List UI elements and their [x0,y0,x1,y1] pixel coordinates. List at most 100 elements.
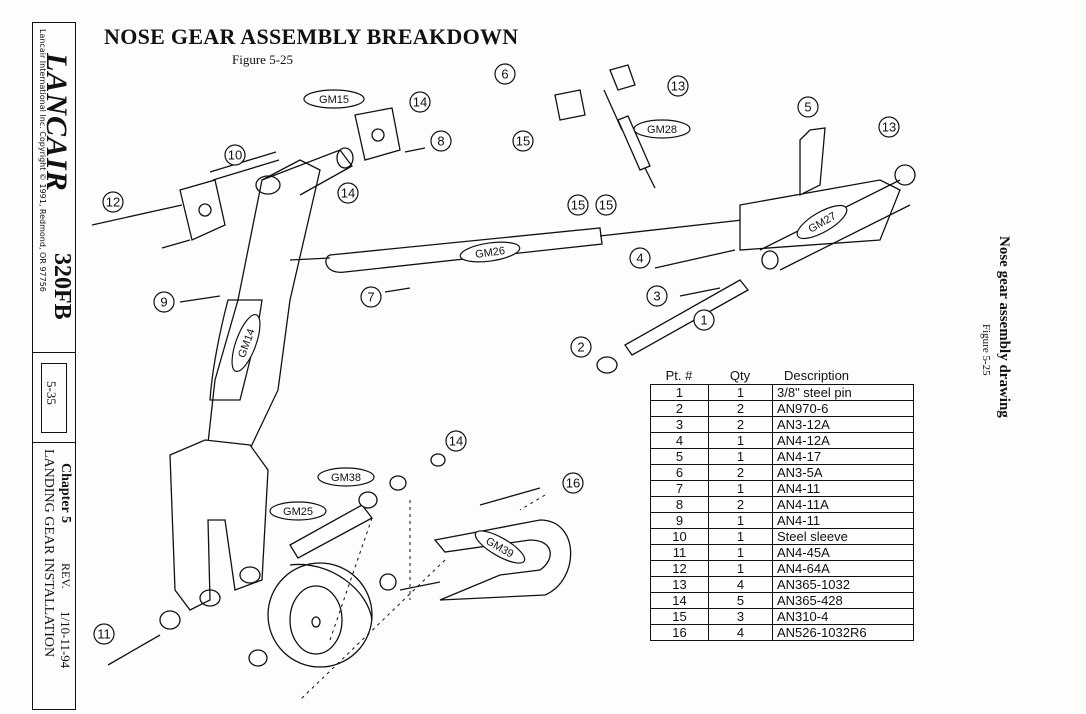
callout-15: 15 [516,134,530,149]
qty-cell: 2 [708,496,773,513]
description-cell: AN4-11A [772,496,914,513]
description-cell: AN365-428 [772,592,914,609]
part-number-cell: 5 [650,448,709,465]
qty-cell: 5 [708,592,773,609]
description-cell: Steel sleeve [772,528,914,545]
qty-cell: 1 [708,384,773,401]
qty-cell: 1 [708,448,773,465]
callout-16: 16 [566,476,580,491]
description-cell: AN310-4 [772,608,914,625]
callout-9: 9 [160,295,167,310]
part-number-cell: 10 [650,528,709,545]
qty-cell: 1 [708,480,773,497]
callout-15: 15 [599,198,613,213]
part-number-cell: 2 [650,400,709,417]
qty-cell: 1 [708,544,773,561]
callout-15: 15 [571,198,585,213]
component-label-gm28: GM28 [647,124,677,136]
header-description: Description [784,368,850,383]
callout-10: 10 [228,148,242,163]
description-cell: AN526-1032R6 [772,624,914,641]
description-cell: AN970-6 [772,400,914,417]
page-title: NOSE GEAR ASSEMBLY BREAKDOWN [104,24,519,49]
component-label-gm38: GM38 [331,472,361,484]
component-label-gm26: GM26 [474,245,505,261]
description-cell: AN3-5A [772,464,914,481]
description-cell: AN4-17 [772,448,914,465]
part-number-cell: 16 [650,624,709,641]
page-number-box [41,363,67,433]
qty-cell: 2 [708,416,773,433]
description-cell: AN3-12A [772,416,914,433]
part-number-cell: 8 [650,496,709,513]
callout-2: 2 [577,340,584,355]
component-label-gm15: GM15 [319,94,349,106]
qty-cell: 1 [708,560,773,577]
part-number-cell: 4 [650,432,709,449]
callout-11: 11 [97,627,111,642]
callout-14: 14 [449,434,463,449]
callout-5: 5 [804,100,811,115]
description-cell: AN4-64A [772,560,914,577]
spine-logo-cell: Lancair International Inc. Copyright © 1… [33,23,75,353]
part-number-cell: 7 [650,480,709,497]
component-label-gm25: GM25 [283,506,313,518]
parts-list-header: Pt. # Qty Description [650,367,914,384]
description-cell: 3/8" steel pin [772,384,914,401]
part-number-cell: 12 [650,560,709,577]
callout-14: 14 [413,95,427,110]
callout-12: 12 [106,195,120,210]
qty-cell: 1 [708,432,773,449]
callout-4: 4 [636,251,643,266]
qty-cell: 2 [708,464,773,481]
callout-6: 6 [501,67,508,82]
header-qty: Qty [729,368,751,383]
part-number-cell: 9 [650,512,709,529]
qty-cell: 4 [708,576,773,593]
callout-14: 14 [341,186,355,201]
figure-label: Figure 5-25 [232,52,294,67]
part-number-cell: 11 [650,544,709,561]
qty-cell: 1 [708,528,773,545]
qty-cell: 2 [708,400,773,417]
qty-cell: 3 [708,608,773,625]
part-number-cell: 13 [650,576,709,593]
callout-1: 1 [700,313,707,328]
header-part-number: Pt. # [665,368,693,383]
qty-cell: 1 [708,512,773,529]
part-number-cell: 3 [650,416,709,433]
callout-13: 13 [882,120,896,135]
callout-8: 8 [437,134,444,149]
part-number-cell: 15 [650,608,709,625]
description-cell: AN4-11 [772,512,914,529]
callout-13: 13 [671,79,685,94]
qty-cell: 4 [708,624,773,641]
callout-3: 3 [653,289,660,304]
spine-page-cell: 5-35 [33,353,75,443]
part-number-cell: 1 [650,384,709,401]
description-cell: AN4-45A [772,544,914,561]
description-cell: AN4-11 [772,480,914,497]
part-number-cell: 6 [650,464,709,481]
description-cell: AN365-1032 [772,576,914,593]
part-number-cell: 14 [650,592,709,609]
